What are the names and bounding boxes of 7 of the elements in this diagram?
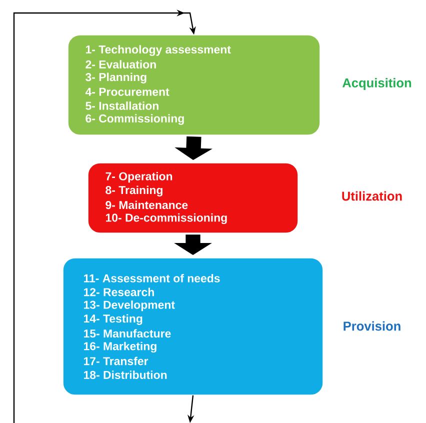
process-box: 7- Operation 8- Training 9- Maintenance 10- De-commissioning: [88, 162, 298, 234]
stage-label: Provision: [344, 321, 400, 331]
stage-label: Acquisition: [342, 78, 412, 90]
stage-label: Utilization: [342, 191, 402, 201]
arrow: [13, 10, 196, 423]
process-box: 11- Assessment of needs 12- Research 13- Development 14- Testing 15- Manufacture 16- Marketing 17- Transfer 18- Distribution: [62, 258, 324, 396]
process-box: 1- Technology assessment 2- Evaluation 3- Planning 4- Procurement 5- Installation 6- Commissioning: [68, 34, 320, 136]
